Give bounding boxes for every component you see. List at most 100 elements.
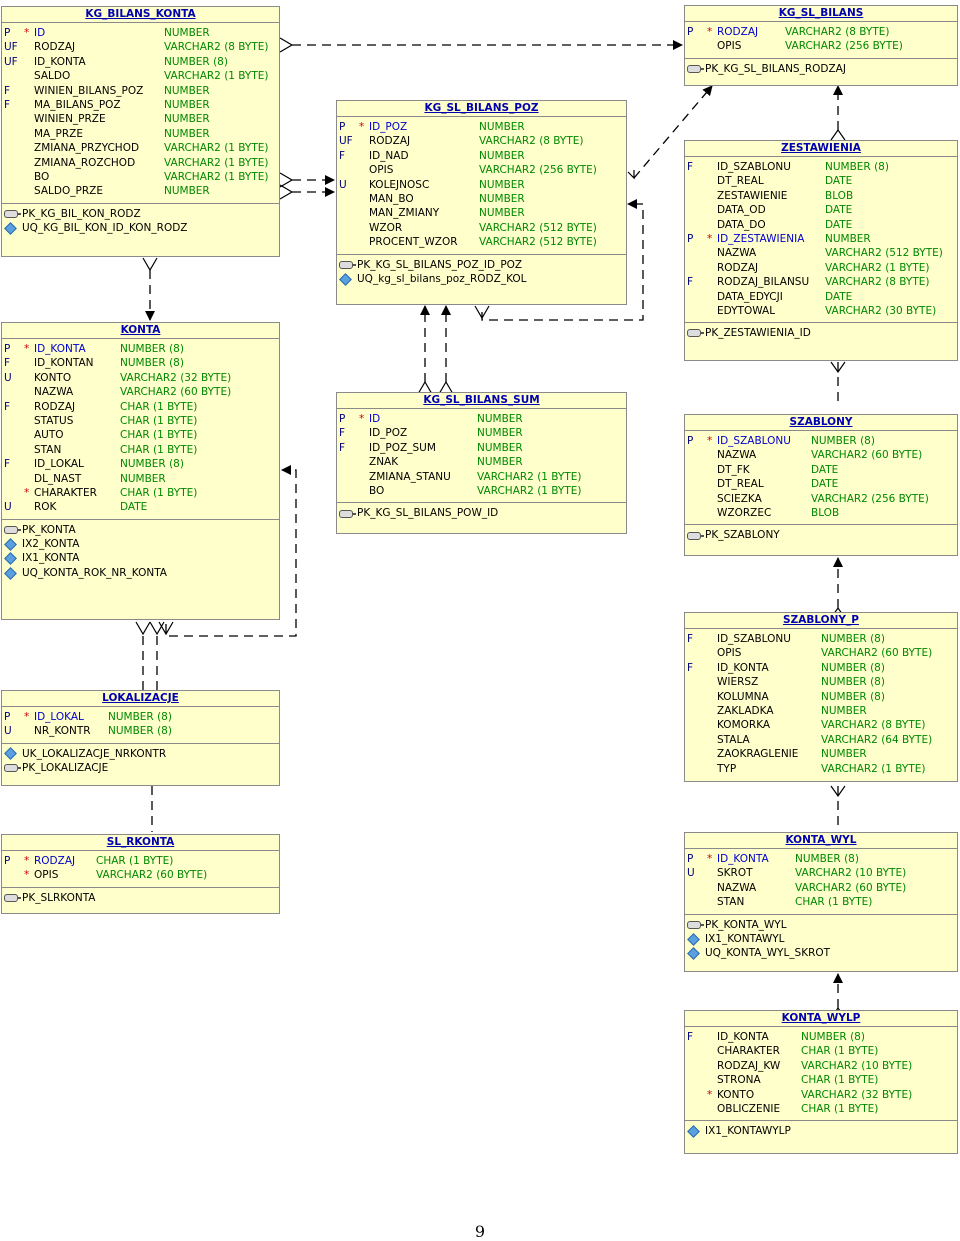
column-type: VARCHAR2 (8 BYTE) [821, 719, 926, 732]
column-type: DATE [825, 218, 853, 231]
column-required-mark [24, 55, 34, 69]
column-type: CHAR (1 BYTE) [801, 1045, 879, 1058]
table-title: KG_SL_BILANS_POZ [337, 101, 626, 117]
column-flag: P [4, 27, 11, 39]
column-required-mark [24, 443, 34, 457]
column-type: NUMBER (8) [164, 55, 228, 68]
column-required-mark [24, 724, 34, 738]
column-name: OPIS [34, 869, 59, 882]
column-type: NUMBER [821, 704, 867, 717]
column-type: CHAR (1 BYTE) [795, 896, 873, 909]
column-flag [339, 192, 359, 206]
column-type: VARCHAR2 (60 BYTE) [795, 881, 907, 894]
column-flag: F [4, 400, 11, 413]
column-required-mark [707, 866, 717, 880]
column-flag: P [4, 855, 11, 867]
column-flag [4, 127, 24, 141]
column-flag: F [4, 357, 11, 370]
column-required-mark [707, 203, 717, 217]
column-flag [687, 646, 707, 660]
column-required-mark [359, 206, 369, 220]
column-flag [339, 221, 359, 235]
column-type: VARCHAR2 (1 BYTE) [825, 261, 930, 274]
column-required-mark: * [24, 869, 30, 882]
key-icon [687, 329, 705, 338]
column-name: KONTO [717, 1088, 755, 1101]
column-type: CHAR (1 BYTE) [801, 1074, 879, 1087]
column-type: NUMBER (8) [108, 711, 172, 723]
table-title: SZABLONY [685, 415, 957, 431]
table-title: KONTA [2, 323, 279, 339]
column-type: VARCHAR2 (60 BYTE) [811, 449, 923, 462]
column-type: VARCHAR2 (512 BYTE) [825, 247, 943, 260]
column-name: KOMORKA [717, 719, 771, 732]
column-type: NUMBER [164, 98, 210, 111]
column-name: RODZAJ [34, 400, 76, 413]
column-type: NUMBER [164, 127, 210, 140]
column-required-mark [707, 477, 717, 491]
column-type: DATE [811, 478, 839, 491]
column-flag [4, 184, 24, 198]
column-name: PROCENT_WZOR [369, 236, 458, 249]
column-name: WZOR [369, 221, 403, 234]
column-name: NAZWA [717, 247, 757, 260]
column-name: ID_NAD [369, 149, 409, 162]
column-type: NUMBER [164, 27, 210, 39]
column-required-mark [707, 895, 717, 909]
column-required-mark [707, 747, 717, 761]
column-flag [687, 1073, 707, 1087]
column-name: MA_PRZE [34, 127, 83, 140]
column-row: NAZWA VARCHAR2 (512 BYTE) [687, 246, 955, 260]
column-flag: UF [4, 55, 18, 68]
column-required-mark [707, 304, 717, 318]
column-name: DL_NAST [34, 472, 82, 485]
column-flag: P [687, 232, 694, 245]
index-name: PK_KG_BIL_KON_RODZ [22, 207, 141, 220]
page-number: 9 [474, 1222, 486, 1241]
unique-index-icon [687, 1125, 705, 1138]
column-required-mark [707, 174, 717, 188]
column-type: VARCHAR2 (1 BYTE) [164, 70, 269, 83]
column-required-mark [24, 500, 34, 514]
index-name: PK_KG_SL_BILANS_RODZAJ [705, 62, 846, 75]
column-flag: F [687, 1031, 694, 1043]
column-required-mark [707, 733, 717, 747]
column-name: KOLUMNA [717, 690, 769, 703]
column-flag: UF [339, 135, 353, 148]
column-required-mark: * [24, 27, 30, 39]
column-flag [687, 895, 707, 909]
column-required-mark [359, 426, 369, 440]
